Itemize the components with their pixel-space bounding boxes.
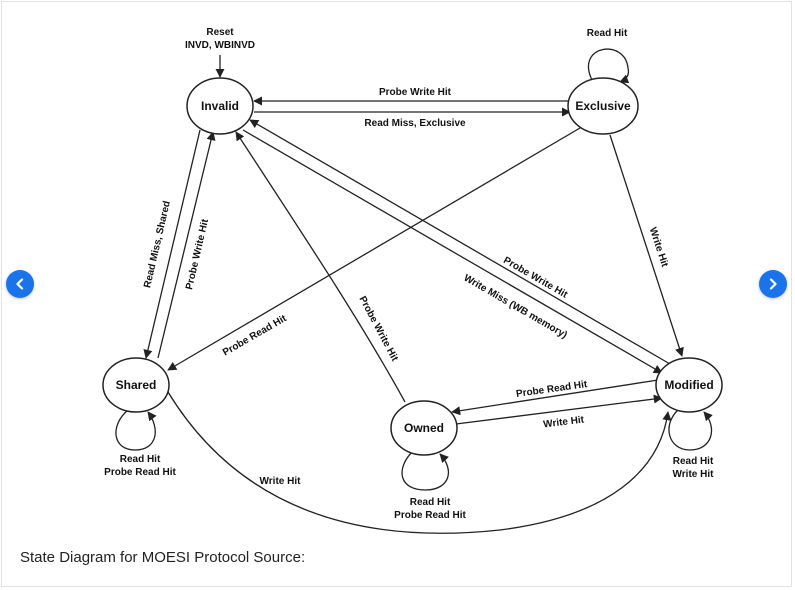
edge-shared-invalid (157, 131, 216, 359)
label-exclusive-shared: Probe Read Hit (221, 313, 289, 359)
label-modified-self-1: Read Hit (673, 456, 714, 467)
edge-shared-modified (167, 391, 672, 534)
label-shared-invalid: Probe Write Hit (184, 217, 211, 290)
figure-caption: State Diagram for MOESI Protocol Source: (20, 549, 306, 566)
loop-shared (115, 409, 157, 451)
label-shared-modified: Write Hit (260, 476, 302, 487)
edge-invalid-modified (242, 129, 663, 374)
label-modified-self-2: Write Hit (673, 469, 715, 480)
previous-slide-button[interactable] (6, 270, 34, 298)
state-invalid-label: Invalid (201, 99, 239, 113)
label-exclusive-modified: Write Hit (647, 226, 670, 269)
state-owned: Owned (390, 400, 458, 456)
chevron-right-icon (769, 278, 777, 290)
edge-modified-invalid (249, 119, 671, 365)
label-invalid-shared: Read Miss, Shared (142, 200, 173, 289)
state-exclusive: Exclusive (567, 77, 639, 135)
chevron-left-icon (16, 278, 24, 290)
label-modified-invalid: Probe Write Hit (501, 255, 569, 301)
moesi-state-diagram: Reset INVD, WBINVD Probe Write Hit Read … (102, 27, 723, 534)
state-shared: Shared (102, 357, 170, 413)
edge-modified-owned (451, 379, 659, 416)
label-owned-self-2: Probe Read Hit (394, 510, 466, 521)
loop-owned (401, 451, 449, 491)
edge-exclusive-modified (609, 134, 684, 357)
state-modified: Modified (655, 357, 723, 413)
label-shared-self-1: Read Hit (120, 454, 161, 465)
loop-modified (668, 409, 713, 451)
edge-owned-invalid (235, 131, 406, 403)
state-invalid: Invalid (186, 77, 254, 135)
reset-label: Reset (206, 27, 234, 38)
state-shared-label: Shared (116, 378, 157, 392)
next-slide-button[interactable] (759, 270, 787, 298)
state-owned-label: Owned (404, 421, 444, 435)
loop-exclusive (588, 48, 630, 84)
state-exclusive-label: Exclusive (575, 99, 631, 113)
state-modified-label: Modified (664, 378, 713, 392)
edge-invalid-shared (143, 129, 201, 359)
label-exclusive-invalid: Probe Write Hit (379, 87, 452, 98)
label-exclusive-self: Read Hit (587, 28, 628, 39)
label-owned-modified: Write Hit (543, 414, 586, 430)
label-invalid-exclusive: Read Miss, Exclusive (364, 118, 466, 129)
edge-owned-modified (455, 394, 663, 425)
label-owned-self-1: Read Hit (410, 497, 451, 508)
label-shared-self-2: Probe Read Hit (104, 467, 176, 478)
reset-events-label: INVD, WBINVD (185, 40, 255, 51)
edge-exclusive-shared (167, 127, 581, 371)
